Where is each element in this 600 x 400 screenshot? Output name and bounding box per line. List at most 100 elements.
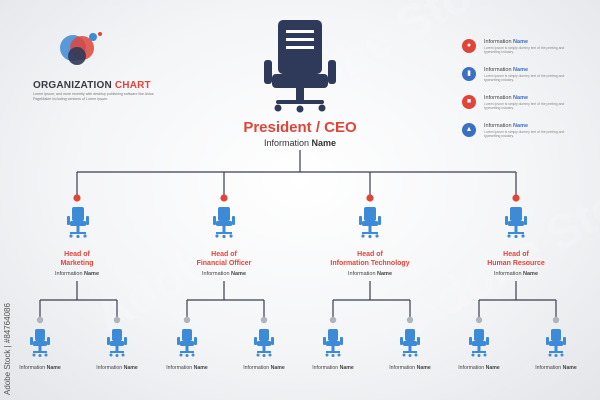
logo-circles-icon: [60, 32, 102, 65]
head-title-line2: Information Technology: [330, 260, 410, 267]
head-title-line1: Head of: [357, 251, 383, 258]
head-info: Information Name: [461, 271, 571, 277]
legend-description: Lorem Ipsum is simply dummy text of the …: [484, 102, 565, 110]
subordinate-info-name: Name: [339, 365, 354, 371]
sub-connector-dot: [113, 316, 121, 324]
head-info-name: Name: [84, 271, 100, 277]
legend-title-label: Information: [484, 39, 514, 45]
briefcase-icon: ■: [462, 95, 476, 109]
legend-description: Lorem Ipsum is simply dummy text of the …: [484, 46, 565, 54]
ceo-info-label: Information: [263, 138, 312, 148]
sub-connector-dot: [260, 316, 268, 324]
head-connector-dot: [220, 194, 228, 202]
head-title: Head of Financial Officer: [159, 250, 289, 268]
subordinate-info-label: Information: [166, 365, 194, 371]
subordinate-chair-icon: [107, 329, 127, 357]
subordinate-info-name: Name: [123, 365, 138, 371]
subordinate-chair-icon: [177, 329, 197, 357]
subordinate-info-name: Name: [270, 365, 285, 371]
legend-title-label: Information: [484, 123, 514, 129]
subordinate-info-label: Information: [458, 365, 486, 371]
subordinate-info-label: Information: [243, 365, 271, 371]
legend-description: Lorem Ipsum is simply dummy text of the …: [484, 130, 565, 138]
subordinate-info: Information Name: [5, 365, 75, 371]
subordinate-info-name: Name: [485, 365, 500, 371]
legend-description: Lorem Ipsum is simply dummy text of the …: [484, 74, 565, 82]
head-title: Head of Marketing: [12, 250, 142, 268]
legend-title-name: Name: [513, 123, 529, 129]
head-connector-dot: [366, 194, 374, 202]
org-chart-title-accent: CHART: [114, 80, 151, 91]
subordinate-info: Information Name: [229, 365, 299, 371]
subordinate-chair-icon: [30, 329, 50, 357]
head-info: Information Name: [315, 271, 425, 277]
head-title-line1: Head of: [503, 251, 529, 258]
sub-connector-dot: [36, 316, 44, 324]
subordinate-info: Information Name: [298, 365, 368, 371]
subordinate-chair-icon: [469, 329, 489, 357]
cart-icon: ●: [462, 39, 476, 53]
subordinate-info: Information Name: [521, 365, 591, 371]
subordinate-info: Information Name: [375, 365, 445, 371]
head-title-line2: Human Resource: [487, 260, 545, 267]
head-connector-dot: [73, 194, 81, 202]
ceo-title: President / CEO: [243, 119, 357, 136]
sub-connector-dot: [406, 316, 414, 324]
legend-title-label: Information: [484, 95, 514, 101]
subordinate-chair-icon: [254, 329, 274, 357]
head-connector-dot: [512, 194, 520, 202]
sub-connector-dot: [552, 316, 560, 324]
subordinate-info-name: Name: [46, 365, 61, 371]
head-info-name: Name: [231, 271, 247, 277]
subordinate-info-label: Information: [312, 365, 340, 371]
subordinate-info-label: Information: [19, 365, 47, 371]
head-title-line1: Head of: [64, 251, 90, 258]
ceo-chair-icon: [264, 20, 336, 113]
head-info: Information Name: [22, 271, 132, 277]
head-info: Information Name: [169, 271, 279, 277]
stock-watermark-id: Adobe Stock | #84764086: [3, 303, 12, 395]
head-title-line2: Marketing: [60, 260, 94, 267]
subordinate-info: Information Name: [152, 365, 222, 371]
head-info-label: Information: [347, 271, 378, 277]
subordinate-info-name: Name: [562, 365, 577, 371]
legend-title: Information Name: [484, 39, 528, 45]
org-chart-title: ORGANIZATION CHART: [33, 80, 151, 91]
chart-icon: ▮: [462, 67, 476, 81]
head-chair-icon: [505, 207, 527, 238]
subordinate-chair-icon: [323, 329, 343, 357]
subordinate-info-label: Information: [389, 365, 417, 371]
head-title-line2: Financial Officer: [196, 260, 252, 267]
subordinate-info: Information Name: [82, 365, 152, 371]
network-icon: ▲: [462, 123, 476, 137]
legend-title-name: Name: [513, 39, 529, 45]
head-chair-icon: [213, 207, 235, 238]
head-chair-icon: [67, 207, 89, 238]
subordinate-info-name: Name: [193, 365, 208, 371]
head-info-name: Name: [377, 271, 393, 277]
head-title-line1: Head of: [211, 251, 237, 258]
org-chart-description: Lorem Ipsum, and more recently with desk…: [33, 92, 154, 101]
legend-title: Information Name: [484, 67, 528, 73]
head-chair-icon: [359, 207, 381, 238]
subordinate-info-label: Information: [96, 365, 124, 371]
head-title: Head of Human Resource: [451, 250, 581, 268]
subordinate-info: Information Name: [444, 365, 514, 371]
subordinate-chair-icon: [546, 329, 566, 357]
subordinate-info-name: Name: [416, 365, 431, 371]
head-info-name: Name: [523, 271, 539, 277]
subordinate-chair-icon: [400, 329, 420, 357]
sub-connector-dot: [475, 316, 483, 324]
ceo-info-name: Name: [311, 138, 337, 148]
head-info-label: Information: [493, 271, 524, 277]
sub-connector-dot: [183, 316, 191, 324]
legend-title: Information Name: [484, 123, 528, 129]
org-chart-title-main: ORGANIZATION: [33, 80, 115, 91]
legend-title-name: Name: [513, 67, 529, 73]
head-info-label: Information: [201, 271, 232, 277]
legend-title-name: Name: [513, 95, 529, 101]
head-title: Head of Information Technology: [305, 250, 435, 268]
head-info-label: Information: [54, 271, 85, 277]
legend-title: Information Name: [484, 95, 528, 101]
